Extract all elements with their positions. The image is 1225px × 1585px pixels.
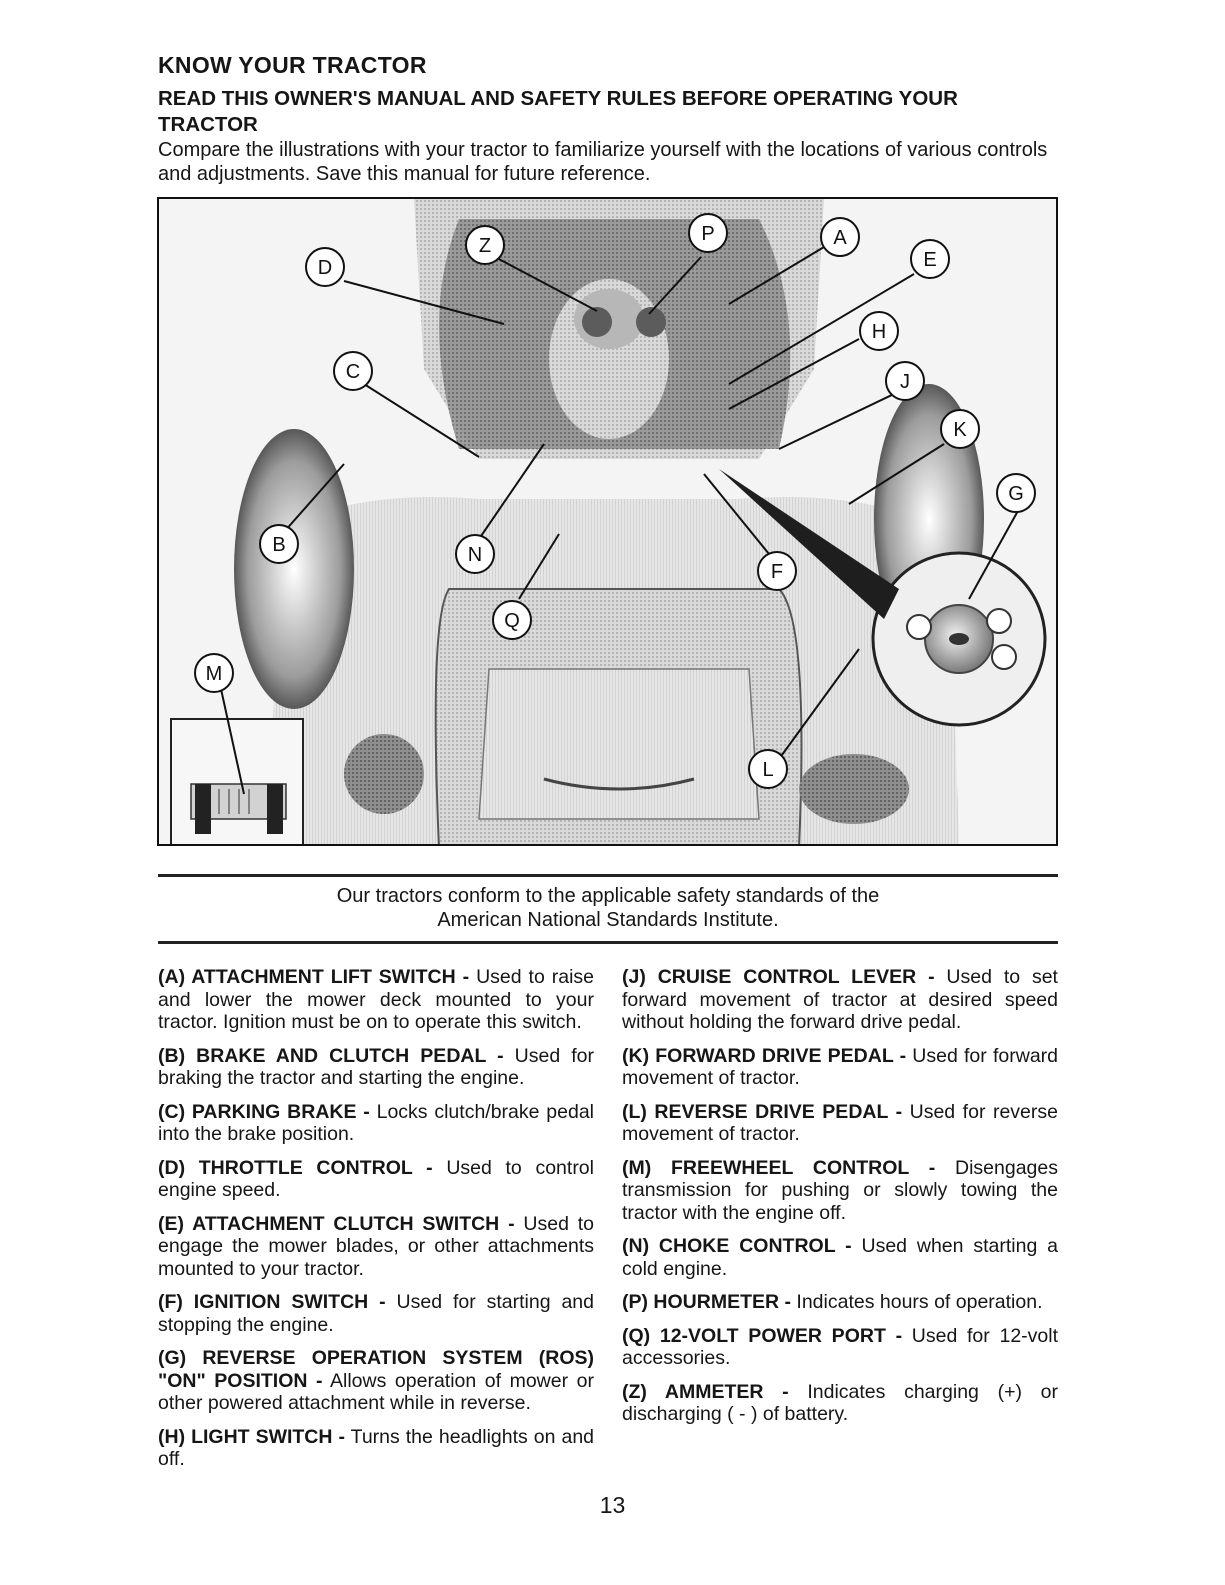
safety-standards-notice: Our tractors conform to the applicable s…	[158, 884, 1058, 932]
control-item-z: (Z) AMMETER - Indicates charging (+) or …	[622, 1380, 1058, 1426]
svg-text:F: F	[771, 561, 783, 583]
callout-letters: Z P A D E H C J K G B N F Q M L	[194, 213, 1036, 789]
svg-text:A: A	[833, 227, 847, 249]
controls-list-right: (J) CRUISE CONTROL LEVER - Used to set f…	[622, 966, 1058, 1437]
control-item-d: (D) THROTTLE CONTROL - Used to control e…	[158, 1156, 594, 1202]
control-item-g: (G) REVERSE OPERATION SYSTEM (ROS) "ON" …	[158, 1347, 594, 1414]
svg-text:N: N	[468, 544, 482, 566]
callout-b: B	[259, 524, 299, 564]
svg-text:G: G	[1008, 483, 1024, 505]
callout-z: Z	[465, 225, 505, 265]
svg-text:H: H	[872, 321, 886, 343]
callout-e: E	[910, 239, 950, 279]
control-item-q: (Q) 12-VOLT POWER PORT - Used for 12-vol…	[622, 1324, 1059, 1370]
divider-bottom	[158, 941, 1058, 944]
page-title: KNOW YOUR TRACTOR	[158, 52, 427, 78]
control-item-p: (P) HOURMETER - Indicates hours of opera…	[622, 1291, 1043, 1313]
control-item-n: (N) CHOKE CONTROL - Used when starting a…	[622, 1235, 1058, 1280]
control-item-h: (H) LIGHT SWITCH - Turns the headlights …	[158, 1425, 595, 1471]
svg-text:Q: Q	[504, 610, 520, 632]
svg-text:K: K	[953, 419, 967, 441]
svg-text:D: D	[318, 257, 332, 279]
svg-text:C: C	[346, 361, 360, 383]
intro-paragraph: Compare the illustrations with your trac…	[158, 139, 1048, 185]
control-item-j: (J) CRUISE CONTROL LEVER - Used to set f…	[622, 966, 1058, 1033]
callout-m: M	[194, 653, 234, 693]
page-number: 13	[599, 1492, 626, 1518]
control-item-f: (F) IGNITION SWITCH - Used for starting …	[158, 1291, 594, 1336]
divider-top	[158, 874, 1058, 877]
control-item-b: (B) BRAKE AND CLUTCH PEDAL - Used for br…	[158, 1044, 594, 1090]
tractor-drawing	[170, 199, 1047, 844]
notice-line-1: Our tractors conform to the applicable s…	[336, 885, 880, 907]
control-item-k: (K) FORWARD DRIVE PEDAL - Used for forwa…	[622, 1044, 1058, 1090]
callout-f: F	[757, 551, 797, 591]
callout-l: L	[748, 749, 788, 789]
callout-a: A	[820, 217, 860, 257]
callout-g: G	[996, 473, 1036, 513]
control-item-m: (M) FREEWHEEL CONTROL - Disengages trans…	[622, 1156, 1058, 1224]
svg-text:Z: Z	[479, 235, 491, 257]
svg-text:B: B	[272, 534, 285, 556]
callout-k: K	[940, 409, 980, 449]
svg-text:L: L	[762, 759, 773, 781]
control-item-e: (E) ATTACHMENT CLUTCH SWITCH - Used to e…	[158, 1212, 594, 1280]
control-item-c: (C) PARKING BRAKE - Locks clutch/brake p…	[158, 1100, 594, 1146]
safety-subtitle: READ THIS OWNER'S MANUAL AND SAFETY RULE…	[158, 87, 958, 136]
svg-text:P: P	[701, 223, 714, 245]
callout-d: D	[305, 247, 345, 287]
callout-p: P	[688, 213, 728, 253]
svg-text:M: M	[206, 663, 223, 685]
callout-c: C	[333, 351, 373, 391]
tractor-controls-illustration: Z P A D E H C J K G B N F Q M L	[157, 197, 1058, 846]
callout-n: N	[455, 534, 495, 574]
svg-text:E: E	[923, 249, 936, 271]
controls-list-left: (A) ATTACHMENT LIFT SWITCH - Used to rai…	[158, 966, 594, 1482]
callout-j: J	[885, 361, 925, 401]
callout-q: Q	[492, 600, 532, 640]
control-item-a: (A) ATTACHMENT LIFT SWITCH - Used to rai…	[158, 966, 594, 1033]
callout-h: H	[859, 311, 899, 351]
svg-text:J: J	[900, 371, 910, 393]
notice-line-2: American National Standards Institute.	[437, 909, 779, 931]
control-item-l: (L) REVERSE DRIVE PEDAL - Used for rever…	[622, 1100, 1058, 1146]
